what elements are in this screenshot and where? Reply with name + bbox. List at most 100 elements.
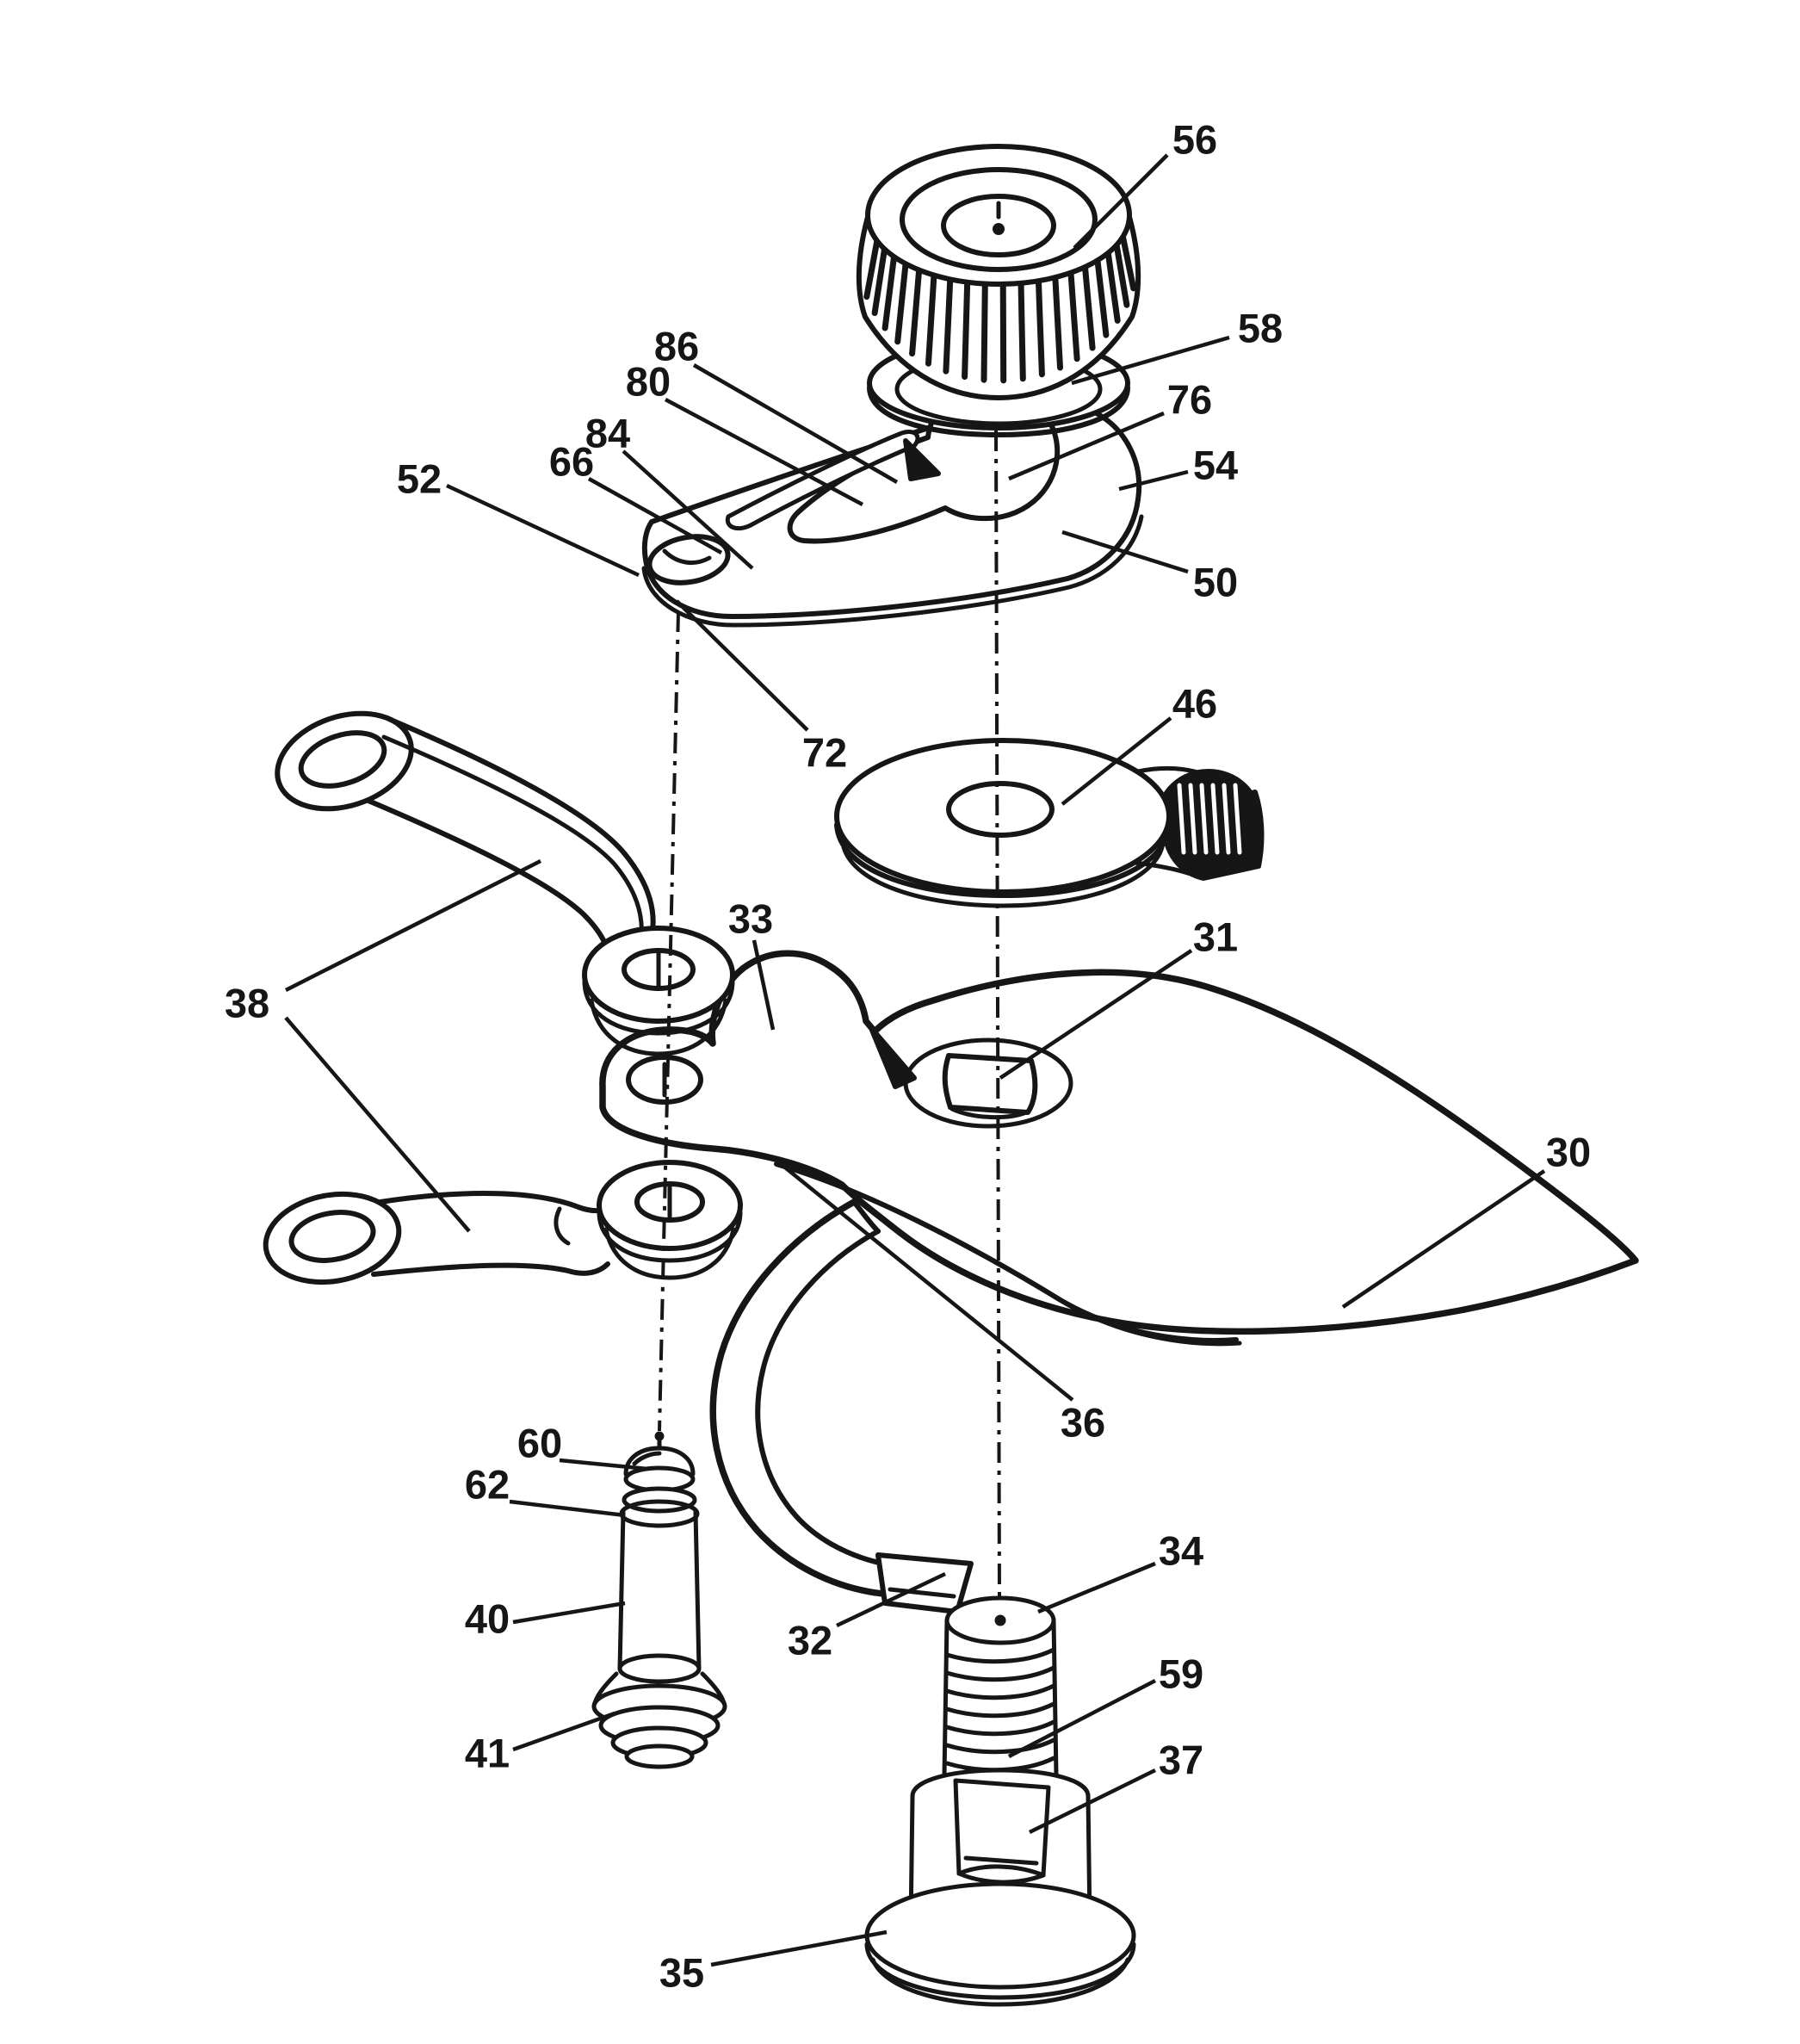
pivot-bolt-stroke xyxy=(870,1957,1130,2007)
knurl-stripe xyxy=(1177,783,1186,855)
leader-line-33 xyxy=(752,939,776,1031)
knob-knurl-tooth xyxy=(962,278,971,381)
counter-blade-hook-stroke xyxy=(709,1199,895,1598)
assembly-axis-lines xyxy=(658,430,1001,1597)
knob-knurl-tooth xyxy=(1081,263,1096,351)
part-label-40: 40 xyxy=(465,1596,510,1642)
handle-arm-upper-stroke xyxy=(366,798,612,965)
pivot-pin-stroke xyxy=(654,1431,665,1441)
part-label-58: 58 xyxy=(1238,306,1283,351)
axis-right xyxy=(994,430,1001,1597)
pivot-bolt xyxy=(864,1595,1136,2007)
washer-knurl-stripes xyxy=(1177,783,1242,855)
handle-arm-upper-stroke xyxy=(388,717,656,943)
handle-arm-upper-stroke xyxy=(275,710,414,812)
part-label-52: 52 xyxy=(397,456,442,502)
knurl-stripe xyxy=(1210,783,1220,855)
adjustment-knob-stroke xyxy=(867,385,1130,437)
leader-line-54 xyxy=(1118,469,1189,492)
leader-line-38 xyxy=(284,858,542,993)
adjustment-knob-stroke xyxy=(941,194,1056,257)
handle-arm-lower-stroke xyxy=(288,1210,376,1263)
part-label-37: 37 xyxy=(1159,1737,1203,1783)
part-label-62: 62 xyxy=(465,1462,510,1508)
blade-cutting-bevel xyxy=(774,1161,1239,1343)
pivot-bolt-stroke xyxy=(864,1942,1136,2000)
adjustment-knob xyxy=(856,144,1141,437)
handle-arm-lower-stroke xyxy=(554,1206,571,1246)
plate-pin-hole-66 xyxy=(646,534,731,585)
blade-outline xyxy=(599,950,1639,1335)
bolt-thread xyxy=(944,1719,1056,1737)
axis-left xyxy=(658,610,680,1432)
knob-knurl-tooth xyxy=(909,266,923,357)
leader-lines xyxy=(284,153,1546,1967)
part-label-34: 34 xyxy=(1159,1528,1203,1574)
cutting-blade xyxy=(599,950,1639,1347)
leader-line-30 xyxy=(1341,1169,1546,1309)
blade-pivot-hole xyxy=(626,1055,703,1105)
bolt-thread xyxy=(944,1647,1056,1664)
leader-line-32 xyxy=(836,1571,946,1628)
counter-blade-hook-stroke xyxy=(755,1229,908,1570)
part-label-66: 66 xyxy=(549,439,594,485)
knob-knurl-tooth xyxy=(863,237,881,300)
part-label-54: 54 xyxy=(1193,443,1238,488)
adjustment-knob-stroke xyxy=(900,167,1098,272)
knob-knurl-tooth xyxy=(925,271,937,367)
handle-arm-lower-stroke xyxy=(378,1190,621,1214)
leader-line-80 xyxy=(664,398,864,506)
tension-washer-stroke xyxy=(834,822,1172,898)
knob-knurl-tooth xyxy=(1119,232,1137,292)
leader-line-41 xyxy=(512,1711,615,1752)
handle-arm-upper-stroke xyxy=(298,730,387,789)
knurl-stripe xyxy=(1188,783,1197,855)
blade-socket-countersink xyxy=(903,1037,1073,1129)
leader-line-76 xyxy=(1008,411,1165,481)
handle-arm-lower-stroke xyxy=(603,1227,736,1280)
part-label-56: 56 xyxy=(1172,117,1217,163)
handle-arm-upper xyxy=(275,710,735,1056)
part-label-72: 72 xyxy=(802,730,847,776)
cutting-blade-stroke xyxy=(949,1106,1029,1120)
plate-detent-86 xyxy=(903,438,941,481)
knob-knurl-tooth xyxy=(1104,249,1121,324)
counter-blade-hook xyxy=(709,1199,974,1614)
part-label-76: 76 xyxy=(1167,377,1212,423)
knob-knurl-tooth xyxy=(980,280,988,383)
knurl-stripe xyxy=(1222,783,1231,855)
part-label-30: 30 xyxy=(1546,1130,1591,1175)
knurl-stripe xyxy=(1233,783,1242,855)
bolt-thread xyxy=(944,1701,1056,1719)
knob-knurl-tooth xyxy=(1018,279,1026,382)
knob-knurl-tooth xyxy=(943,276,954,375)
leader-line-46 xyxy=(1061,716,1172,806)
knurl-stripe xyxy=(1199,783,1209,855)
pivot-bolt-stroke xyxy=(956,1864,1046,1878)
leader-line-62 xyxy=(509,1499,626,1518)
knob-knurl-tooth xyxy=(1113,241,1130,308)
knob-teeth xyxy=(863,232,1137,384)
pin-body-40 xyxy=(617,1509,702,1671)
knob-knurl-tooth xyxy=(881,253,898,331)
part-label-35: 35 xyxy=(659,1950,704,1996)
washer-center-hole xyxy=(946,781,1055,838)
part-label-60: 60 xyxy=(517,1421,562,1466)
counter-blade-hook-stroke xyxy=(888,1587,956,1599)
counter-blade-hook-stroke xyxy=(851,1199,881,1234)
handle-arm-upper-stroke xyxy=(589,998,728,1056)
pivot-bolt-stroke xyxy=(963,1855,1039,1866)
part-label-80: 80 xyxy=(626,359,671,405)
pivot-pin-stroke xyxy=(632,1451,662,1466)
leader-line-84 xyxy=(622,449,754,570)
cam-lever-plate-stroke xyxy=(641,514,1144,628)
cam-lever-plate xyxy=(641,387,1144,628)
knob-knurl-tooth xyxy=(1067,269,1080,362)
leader-line-86 xyxy=(692,363,899,484)
knob-knurl-tooth xyxy=(999,280,1007,384)
cutting-blade-stroke xyxy=(1063,1301,1242,1347)
leader-line-40 xyxy=(512,1601,626,1625)
pivot-pin-stroke xyxy=(617,1653,702,1684)
bolt-thread xyxy=(944,1665,1056,1682)
part-label-33: 33 xyxy=(728,896,773,942)
